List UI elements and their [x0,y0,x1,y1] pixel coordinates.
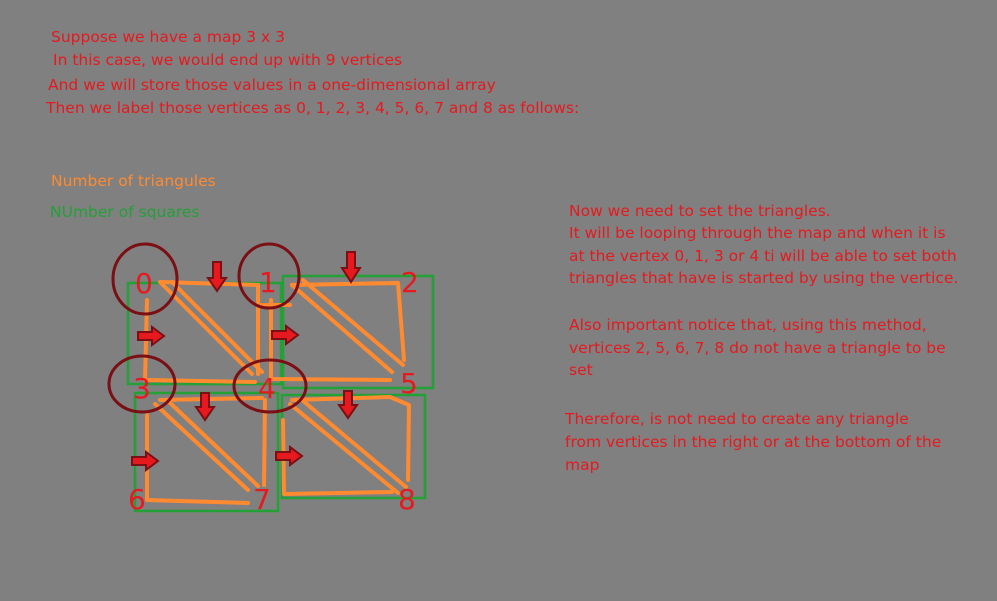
explanation-p3-line-3: map [565,456,600,474]
intro-line-1: Suppose we have a map 3 x 3 [51,28,285,46]
explanation-p1-line-1: Now we need to set the triangles. [569,202,831,220]
triangle-edge [145,413,250,505]
triangle-diagonal-3a [153,402,250,492]
arrow-right-icon [271,324,300,346]
triangle-edge [262,398,267,487]
arrow-down-icon [206,261,228,293]
explanation-p1-line-3: at the vertex 0, 1, 3 or 4 ti will be ab… [569,247,957,265]
vertex-circle-1 [237,242,301,310]
arrow-down-icon [340,251,362,284]
circles-layer [107,242,308,414]
triangle-edge [290,281,406,362]
triangle-diagonal-1b [301,278,405,367]
vertex-label-5: 5 [400,367,418,400]
triangles-layer [143,278,411,505]
vertex-label-7: 7 [253,483,271,516]
explanation-p2-line-3: set [569,361,593,379]
explanation-p3-line-2: from vertices in the right or at the bot… [565,433,942,451]
explanation-p3-line-1: Therefore, is not need to create any tri… [565,410,909,428]
vertex-circle-4 [232,358,308,414]
legend-squares: NUmber of squares [50,203,200,221]
arrow-right-icon [131,450,160,472]
vertex-labels: 0 1 2 3 4 5 6 7 8 [128,266,419,516]
arrow-right-icon [137,325,166,347]
arrow-down-icon [337,390,359,420]
triangle-edge [158,396,264,402]
intro-line-3: And we will store those values in a one-… [48,76,496,94]
down-arrows [194,251,362,422]
vertex-label-8: 8 [398,483,416,516]
intro-line-2: In this case, we would end up with 9 ver… [53,51,403,69]
triangle-diagonal-1a [290,283,394,374]
explanation-p2-line-1: Also important notice that, using this m… [569,316,927,334]
intro-line-4: Then we label those vertices as 0, 1, 2,… [46,99,580,117]
triangle-diagonal-4b [300,398,408,489]
triangle-edge [290,395,411,482]
vertex-label-6: 6 [128,483,146,516]
arrow-right-icon [275,445,304,467]
triangle-diagonal-0a [158,280,254,376]
triangle-edge [143,298,257,384]
triangle-diagonal-0b [170,280,264,374]
vertex-label-1: 1 [259,266,277,299]
legend-triangles: Number of triangules [51,172,216,190]
vertex-circle-0 [111,242,179,316]
triangle-edge [269,298,392,382]
triangle-diagonal-4a [288,402,400,495]
vertex-label-4: 4 [258,372,276,405]
vertex-label-2: 2 [401,266,419,299]
right-arrows [131,324,304,472]
explanation-p1-line-2: It will be looping through the map and w… [569,224,946,242]
triangle-edge [281,418,394,496]
explanation-p2-line-2: vertices 2, 5, 6, 7, 8 do not have a tri… [569,339,946,357]
vertex-label-3: 3 [133,372,151,405]
triangle-diagonal-3b [165,398,260,488]
explanation-p1-line-4: triangles that have is started by using … [569,269,959,287]
vertex-label-0: 0 [135,267,153,300]
vertex-circle-3 [107,354,177,414]
arrow-down-icon [194,392,216,422]
